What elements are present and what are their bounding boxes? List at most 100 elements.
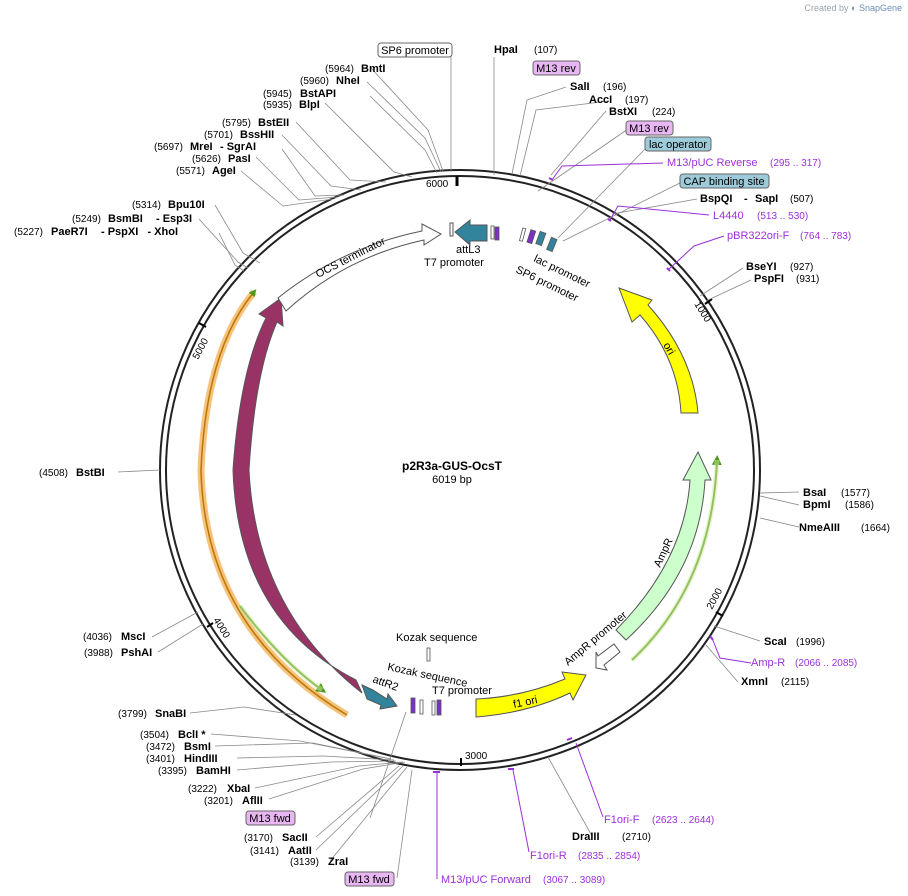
- t7-top-mark: [449, 222, 454, 237]
- primer-name: L4440: [713, 210, 744, 222]
- snapgene-credit: Created by ◐ SnapGene: [804, 3, 902, 13]
- enzyme-pspfi[interactable]: PspFI (931): [754, 273, 819, 285]
- primer-name: M13/pUC Forward: [441, 874, 531, 886]
- enzyme-bsai[interactable]: BsaI (1577): [803, 487, 870, 499]
- enzyme-name: HindIII: [184, 753, 218, 765]
- m13fwd-mark-1: [410, 697, 416, 714]
- enzyme-pos: (3988): [84, 648, 113, 659]
- primer-range: (513 .. 530): [757, 211, 808, 222]
- enzyme-pasi[interactable]: (5626) PasI: [192, 153, 251, 165]
- enzyme-bseyi[interactable]: BseYI (927): [746, 261, 813, 273]
- enzyme-bcli[interactable]: (3504) BclI *: [140, 729, 206, 741]
- primer-l4440[interactable]: L4440 (513 .. 530): [713, 210, 808, 222]
- enzyme-bmti[interactable]: (5964) BmtI: [325, 63, 385, 75]
- enzyme-mrei[interactable]: (5697) MreI - SgrAI: [154, 141, 256, 153]
- enzyme-pos: (5697): [154, 142, 183, 153]
- enzyme-bsshii[interactable]: (5701) BssHII: [204, 129, 274, 141]
- enzyme-pos: (5626): [192, 154, 221, 165]
- tick-1000: [704, 298, 713, 305]
- enzyme-pos: (3472): [146, 742, 175, 753]
- enzyme-pshai[interactable]: (3988) PshAI: [84, 647, 152, 659]
- primer-m13puc-forward[interactable]: M13/pUC Forward (3067 .. 3089): [441, 874, 605, 886]
- enzyme-acci[interactable]: AccI (197): [589, 94, 648, 106]
- enzyme-bamhi[interactable]: (3395) BamHI: [158, 765, 231, 777]
- box-bg: [344, 871, 395, 887]
- enzyme-bstxi[interactable]: BstXI (224): [609, 106, 675, 118]
- enzyme-name: PshAI: [121, 647, 152, 659]
- enzyme-bstbi[interactable]: (4508) BstBI: [39, 467, 105, 479]
- enzyme-paer7i[interactable]: (5227) PaeR7I - PspXI - XhoI: [14, 226, 178, 238]
- enzyme-bpmi[interactable]: BpmI (1586): [803, 499, 874, 511]
- primer-range: (3067 .. 3089): [543, 875, 605, 886]
- ori-arrow: [618, 287, 699, 414]
- enzyme-name: PaeR7I: [51, 226, 88, 238]
- enzyme-pos: (1586): [845, 500, 874, 511]
- enzyme-name: BsaI: [803, 487, 826, 499]
- kozak-mark-2: [419, 699, 424, 715]
- box-m13-fwd-2[interactable]: M13 fwd: [344, 871, 395, 887]
- box-m13-rev-1[interactable]: M13 rev: [532, 60, 581, 76]
- enzyme-bsmi[interactable]: (3472) BsmI: [146, 741, 211, 753]
- enzyme-xbai[interactable]: (3222) XbaI: [188, 783, 250, 795]
- tick-2000: [715, 611, 724, 617]
- primer-amp-r[interactable]: Amp-R (2066 .. 2085): [751, 657, 857, 669]
- enzyme-hindiii[interactable]: (3401) HindIII: [146, 753, 218, 765]
- enzyme-aatii[interactable]: (3141) AatII: [250, 845, 312, 857]
- enzyme-bpu10i[interactable]: (5314) Bpu10I: [132, 199, 205, 211]
- enzyme-sali[interactable]: SalI (196): [570, 81, 626, 93]
- primer-m13puc-reverse[interactable]: M13/pUC Reverse (295 .. 317): [667, 157, 821, 169]
- enzyme-msci[interactable]: (4036) MscI: [83, 631, 145, 643]
- enzyme-name: AflII: [242, 795, 263, 807]
- enzyme-snabi[interactable]: (3799) SnaBI: [118, 708, 186, 720]
- enzyme-aflii[interactable]: (3201) AflII: [204, 795, 263, 807]
- snapgene-logo-icon: ◐: [851, 3, 857, 13]
- enzyme-hpai[interactable]: HpaI (107): [494, 44, 557, 56]
- primer-f1ori-f[interactable]: F1ori-F (2623 .. 2644): [604, 814, 714, 826]
- enzyme-pos: (2115): [781, 677, 809, 688]
- enzyme-bsmbi[interactable]: (5249) BsmBI - Esp3I: [72, 213, 192, 225]
- credit-prefix: Created by: [804, 3, 849, 13]
- enzyme-pos: (3395): [158, 766, 187, 777]
- enzyme-pos: (5964): [325, 64, 354, 75]
- attr2-arrow: [361, 684, 398, 710]
- primer-pbr322ori-f[interactable]: pBR322ori-F (764 .. 783): [727, 230, 851, 242]
- gus-green-outline: [237, 604, 324, 693]
- box-text: M13 rev: [629, 123, 669, 135]
- enzyme-blpi[interactable]: (5935) BlpI: [263, 99, 320, 111]
- enzyme-pos: (107): [534, 45, 557, 56]
- tick-label-5000: 5000: [191, 336, 211, 361]
- plasmid-name: p2R3a-GUS-OcsT: [402, 459, 503, 473]
- enzyme-zrai[interactable]: (3139) ZraI: [290, 856, 348, 868]
- enzyme-nmeaiii[interactable]: NmeAIII (1664): [799, 522, 890, 534]
- enzyme-draiii[interactable]: DraIII (2710): [572, 831, 651, 843]
- primer-range: (295 .. 317): [770, 158, 821, 169]
- enzyme-name: PasI: [228, 153, 251, 165]
- enzyme-name: AccI: [589, 94, 612, 106]
- enzyme-xmni[interactable]: XmnI (2115): [741, 676, 809, 688]
- enzyme-bspqi[interactable]: BspQI - SapI (507): [700, 193, 813, 205]
- enzyme-scai[interactable]: ScaI (1996): [764, 636, 825, 648]
- enzyme-nhei[interactable]: (5960) NheI: [300, 75, 360, 87]
- box-m13-rev-2[interactable]: M13 rev: [625, 120, 674, 136]
- enzyme-labels-left: (5964) BmtI (5960) NheI (5945) BstAPI (5…: [14, 63, 385, 868]
- lac-mark-1: [518, 227, 527, 242]
- enzyme-agei[interactable]: (5571) AgeI: [176, 165, 236, 177]
- tick-label-4000: 4000: [210, 616, 231, 641]
- box-cap-binding-site[interactable]: CAP binding site: [679, 173, 770, 189]
- enzyme-name: SnaBI: [155, 708, 186, 720]
- enzyme-bsteii[interactable]: (5795) BstEII: [222, 117, 289, 129]
- enzyme-name: AgeI: [212, 165, 236, 177]
- enzyme-prefix: -: [744, 193, 748, 205]
- primer-f1ori-r[interactable]: F1ori-R (2835 .. 2854): [530, 850, 640, 862]
- enzyme-sacii[interactable]: (3170) SacII: [244, 832, 308, 844]
- gus-arrow: [232, 297, 363, 694]
- enzyme-bstapi[interactable]: (5945) BstAPI: [263, 88, 336, 100]
- ampr-arrow: [615, 450, 712, 641]
- ocs-terminator-label: OCS terminator: [314, 235, 388, 281]
- enzyme-name: BclI *: [178, 729, 206, 741]
- box-sp6-promoter[interactable]: SP6 promoter: [377, 42, 453, 58]
- box-lac-operator[interactable]: lac operator: [644, 136, 712, 152]
- ampr-promoter-arrow: [595, 643, 621, 671]
- box-m13-fwd-1[interactable]: M13 fwd: [245, 810, 296, 826]
